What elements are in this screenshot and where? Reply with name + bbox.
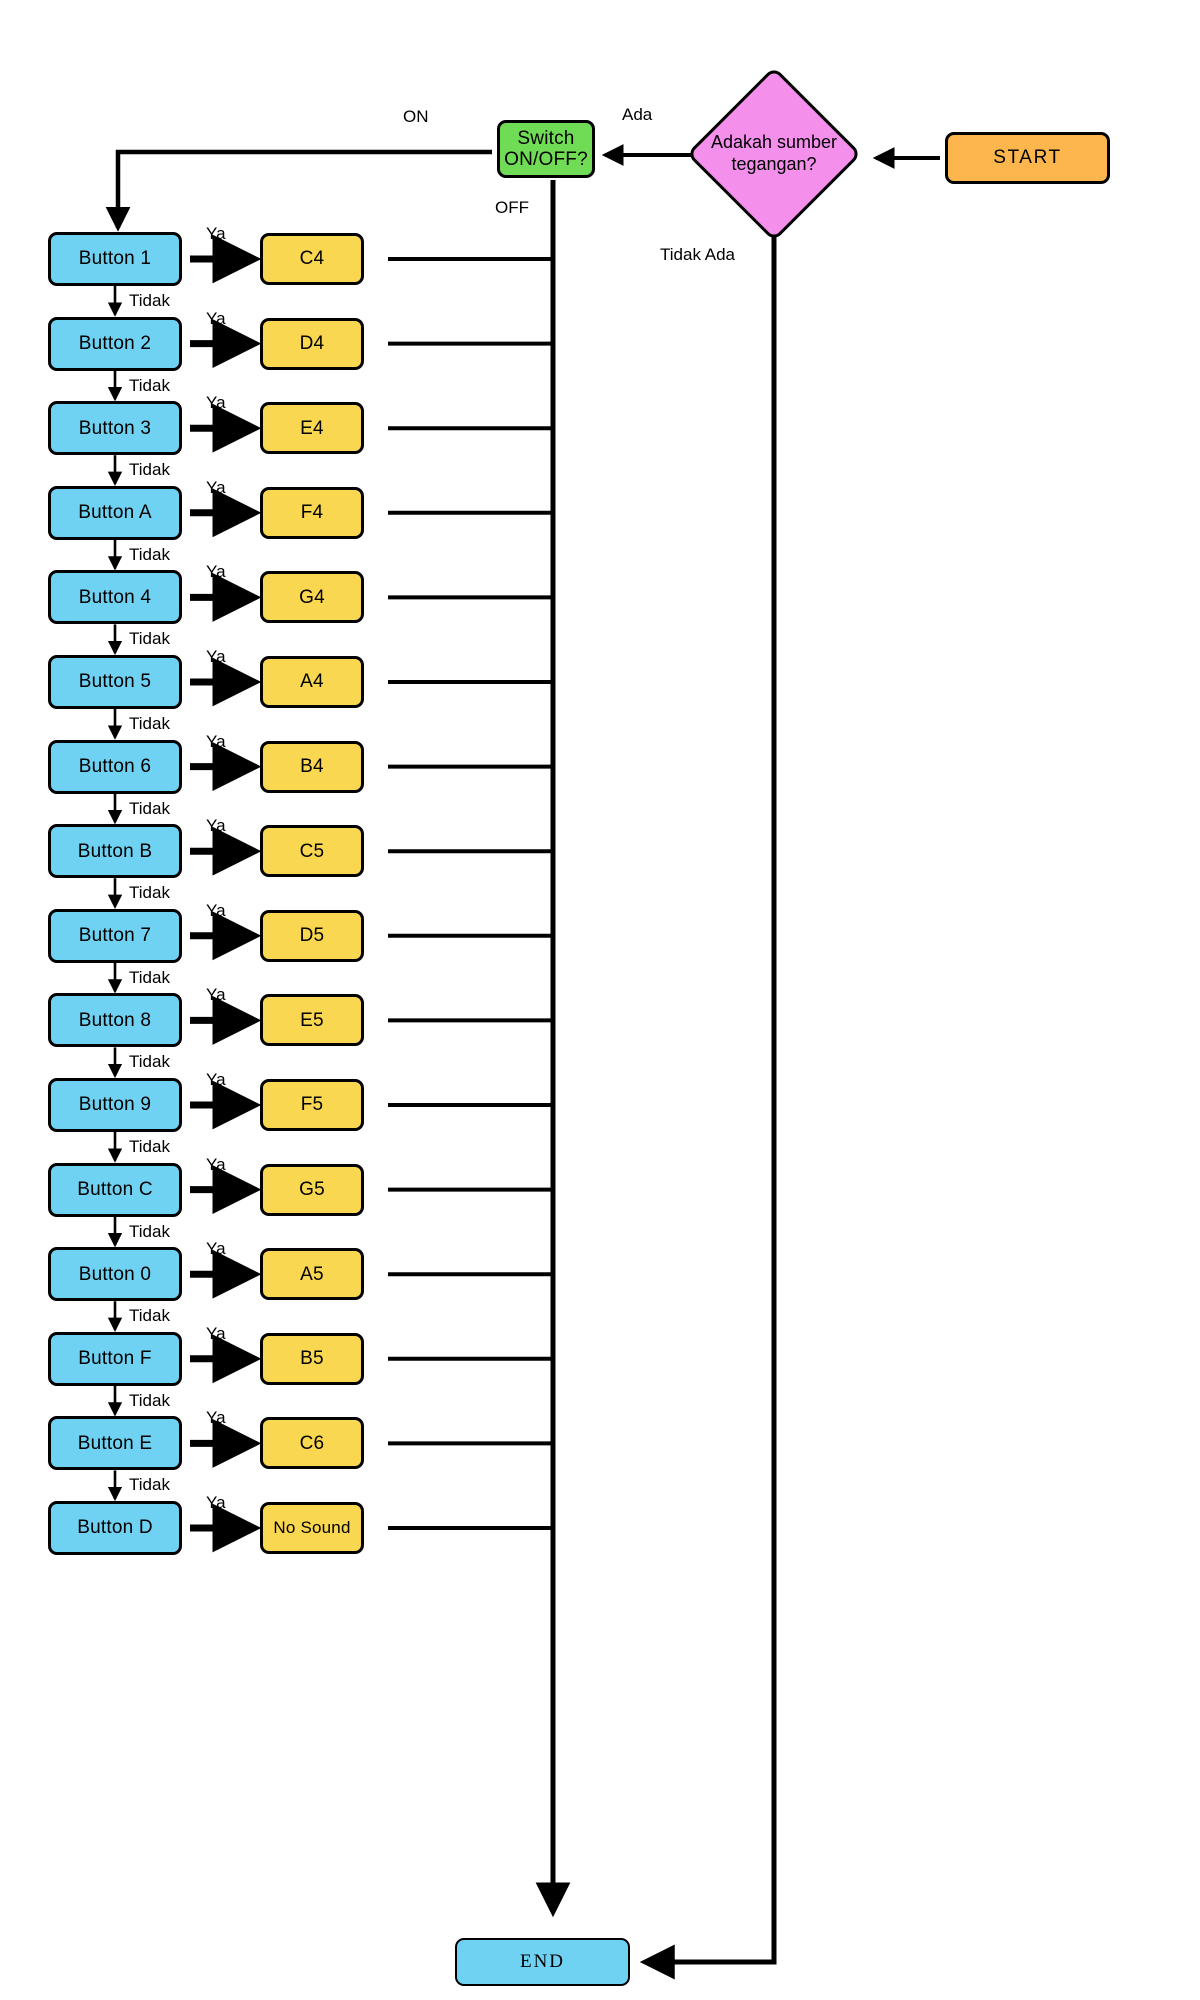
node-note-g5[interactable]: G5: [260, 1163, 364, 1216]
node-button-button-9[interactable]: Button 9: [48, 1078, 182, 1132]
node-note-d4[interactable]: D4: [260, 317, 364, 370]
edge-label-ya: Ya: [206, 985, 226, 1005]
node-button-button-7[interactable]: Button 7: [48, 908, 182, 963]
edge-label-tidak: Tidak: [129, 629, 170, 649]
node-note-e5[interactable]: E5: [260, 994, 364, 1047]
node-button-button-a[interactable]: Button A: [48, 485, 182, 540]
edge-label-tidak: Tidak: [129, 1137, 170, 1156]
node-note-c5[interactable]: C5: [260, 825, 364, 878]
node-note-e4[interactable]: E4: [260, 402, 364, 455]
node-note-f5[interactable]: F5: [260, 1079, 364, 1131]
edge-label-tidak: Tidak: [129, 1475, 170, 1495]
node-note-g4[interactable]: G4: [260, 571, 364, 624]
edge-label-off: OFF: [495, 198, 529, 217]
node-note-b5[interactable]: B5: [260, 1332, 364, 1385]
node-button-button-f[interactable]: Button F: [48, 1331, 182, 1386]
node-button-button-2[interactable]: Button 2: [48, 316, 182, 371]
node-button-button-8[interactable]: Button 8: [48, 993, 182, 1048]
node-note-b4[interactable]: B4: [260, 740, 364, 793]
edge-label-tidak-ada: Tidak Ada: [660, 245, 735, 264]
edge-label-ya: Ya: [206, 393, 226, 413]
node-button-button-e[interactable]: Button E: [48, 1416, 182, 1471]
edge-label-tidak: Tidak: [129, 798, 170, 818]
edge-label-tidak: Tidak: [129, 1221, 170, 1241]
node-button-button-4[interactable]: Button 4: [48, 570, 182, 625]
edge-label-tidak: Tidak: [129, 883, 170, 903]
node-start[interactable]: START: [945, 132, 1110, 184]
edge-label-ada: Ada: [622, 105, 653, 124]
edge-label-ya: Ya: [206, 1323, 226, 1343]
edge-label-ya: Ya: [206, 562, 226, 582]
node-button-button-c[interactable]: Button C: [48, 1162, 182, 1217]
edge-label-tidak: Tidak: [129, 375, 170, 395]
edge-label-tidak: Tidak: [129, 1306, 170, 1326]
edge-label-tidak: Tidak: [129, 544, 170, 564]
node-button-button-5[interactable]: Button 5: [48, 655, 182, 709]
edge-label-ya: Ya: [206, 308, 226, 328]
node-switch-onoff[interactable]: Switch ON/OFF?: [497, 120, 595, 178]
edge-label-tidak: Tidak: [129, 967, 170, 987]
edge-label-on: ON: [403, 107, 429, 126]
node-note-a5[interactable]: A5: [260, 1248, 364, 1301]
node-button-button-0[interactable]: Button 0: [48, 1247, 182, 1302]
node-end[interactable]: END: [455, 1938, 630, 1986]
node-note-c4[interactable]: C4: [260, 233, 364, 285]
edge-label-tidak: Tidak: [129, 460, 170, 480]
edge-label-ya: Ya: [206, 1070, 226, 1089]
edge-label-tidak: Tidak: [129, 714, 170, 733]
node-button-button-1[interactable]: Button 1: [48, 232, 182, 286]
node-note-c6[interactable]: C6: [260, 1417, 364, 1470]
edge-label-ya: Ya: [206, 224, 226, 243]
edge-label-ya: Ya: [206, 816, 226, 836]
node-note-f4[interactable]: F4: [260, 486, 364, 539]
edge-label-ya: Ya: [206, 1239, 226, 1259]
node-note-d5[interactable]: D5: [260, 909, 364, 962]
node-button-button-6[interactable]: Button 6: [48, 739, 182, 794]
edge-label-ya: Ya: [206, 900, 226, 920]
node-button-button-3[interactable]: Button 3: [48, 401, 182, 456]
node-button-button-d[interactable]: Button D: [48, 1501, 182, 1555]
edge-label-ya: Ya: [206, 1493, 226, 1512]
edge-label-ya: Ya: [206, 731, 226, 751]
node-decision-power-source[interactable]: [686, 66, 862, 242]
edge-label-ya: Ya: [206, 1154, 226, 1174]
edge-label-tidak: Tidak: [129, 291, 170, 310]
edge-label-tidak: Tidak: [129, 1052, 170, 1072]
edge-label-tidak: Tidak: [129, 1390, 170, 1410]
edge-label-ya: Ya: [206, 477, 226, 497]
node-note-no-sound[interactable]: No Sound: [260, 1502, 364, 1554]
edge-label-ya: Ya: [206, 1408, 226, 1428]
node-note-a4[interactable]: A4: [260, 656, 364, 708]
node-button-button-b[interactable]: Button B: [48, 824, 182, 879]
edge-label-ya: Ya: [206, 647, 226, 666]
